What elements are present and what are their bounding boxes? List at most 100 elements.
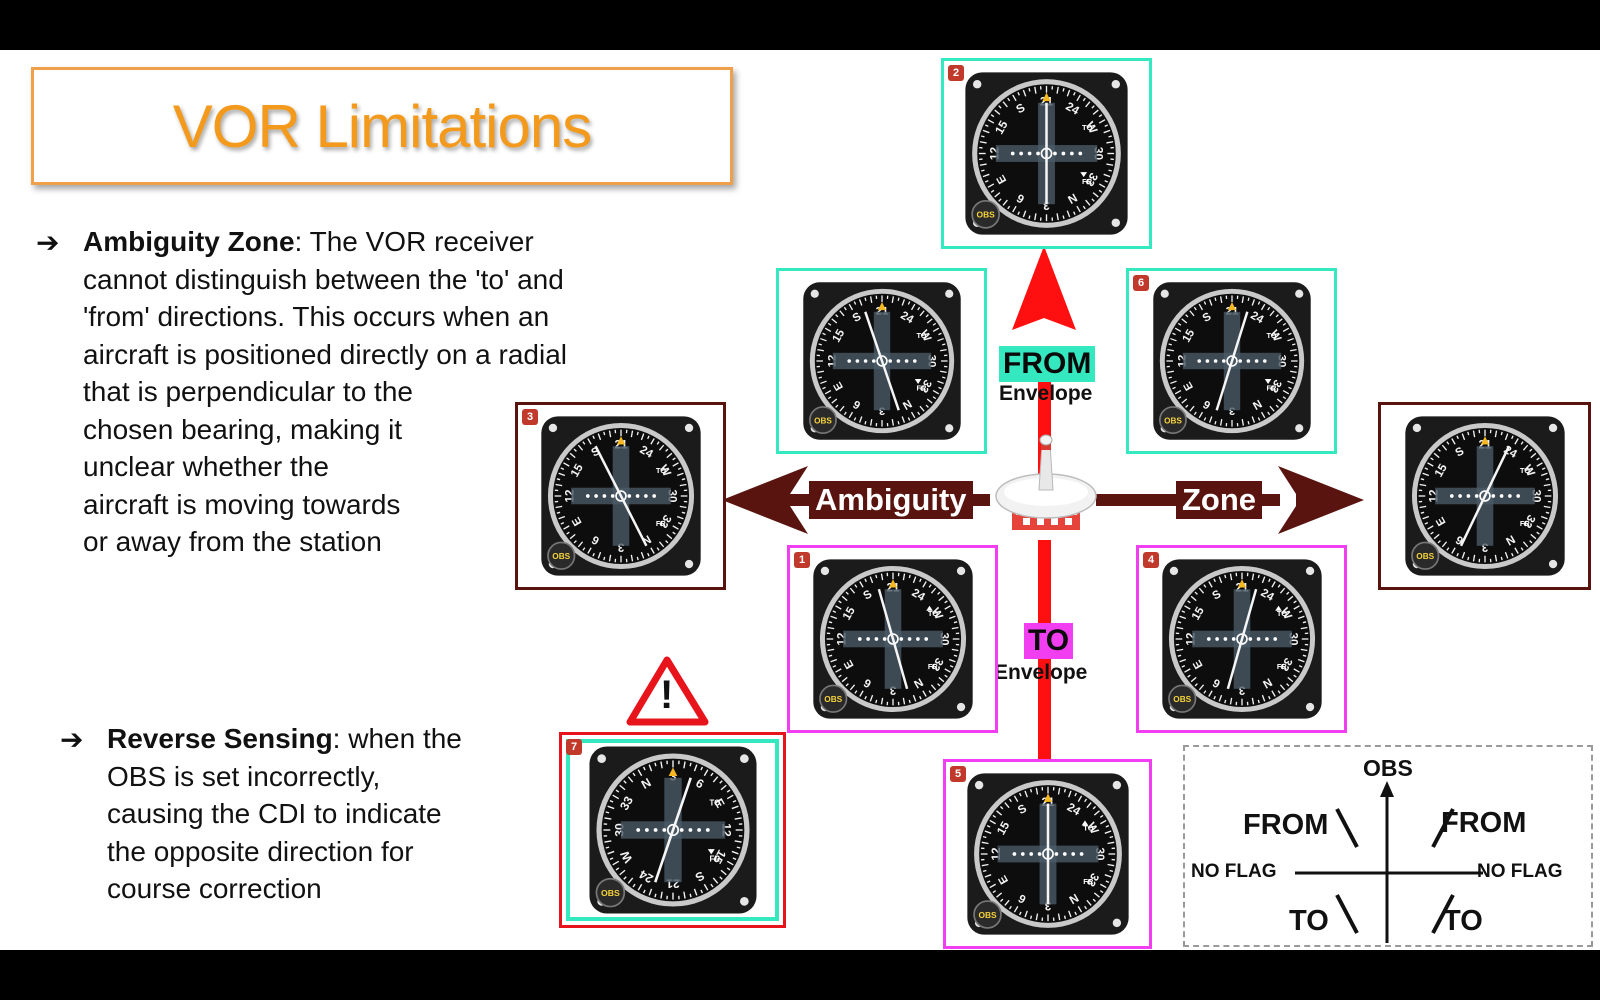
svg-text:FR: FR — [916, 384, 927, 393]
warning-exclamation-icon: ! — [660, 673, 674, 717]
svg-text:3: 3 — [889, 683, 896, 696]
reverse-line: : when the — [332, 723, 462, 754]
ambiguity-term: Ambiguity Zone — [83, 226, 295, 257]
svg-text:TO: TO — [1519, 466, 1529, 475]
from-radial-arrowhead — [1012, 246, 1076, 330]
svg-text:OBS: OBS — [1416, 551, 1434, 561]
svg-text:33: 33 — [617, 794, 636, 813]
slide: VOR Limitations ➔ Ambiguity Zone: The VO… — [0, 50, 1600, 950]
svg-text:OBS: OBS — [552, 551, 570, 561]
reverse-term: Reverse Sensing — [107, 723, 333, 754]
svg-text:OBS: OBS — [1164, 416, 1182, 425]
legend-box: OBS FROM FROM NO FLAG NO FLAG TO TO — [1183, 745, 1593, 947]
svg-text:33: 33 — [1083, 871, 1101, 889]
svg-text:6: 6 — [1201, 397, 1213, 411]
svg-text:FR: FR — [655, 519, 666, 528]
ambiguity-line: chosen bearing, making it — [83, 413, 403, 445]
instrument-number-badge: 5 — [950, 766, 966, 782]
svg-text:3: 3 — [617, 540, 624, 553]
svg-text:OBS: OBS — [1173, 694, 1191, 704]
title-box: VOR Limitations — [31, 67, 733, 185]
reverse-line: the opposite direction for — [107, 835, 414, 867]
svg-text:24: 24 — [1258, 586, 1276, 604]
zone-label: Zone — [1176, 481, 1263, 519]
svg-text:3: 3 — [669, 769, 676, 783]
vor-station-icon — [995, 434, 1097, 530]
svg-text:15: 15 — [1432, 461, 1450, 479]
bullet-arrow-icon: ➔ — [36, 227, 60, 258]
to-envelope-label: TO — [1024, 623, 1074, 659]
svg-text:FR: FR — [1519, 519, 1530, 528]
ambiguity-line: that is perpendicular to the — [83, 376, 413, 407]
svg-text:3: 3 — [1238, 683, 1245, 696]
ambiguity-label: Ambiguity — [809, 481, 973, 519]
svg-text:OBS: OBS — [977, 210, 996, 220]
from-envelope-label: FROM — [999, 346, 1096, 382]
legend-noflag-right: NO FLAG — [1477, 861, 1563, 882]
svg-text:6: 6 — [851, 397, 863, 411]
instrument-number-badge: 6 — [1133, 275, 1149, 291]
svg-text:TO: TO — [1083, 823, 1093, 832]
to-envelope-sub: Envelope — [994, 661, 1088, 684]
ambiguity-line: unclear whether the — [83, 451, 329, 482]
svg-text:15: 15 — [994, 819, 1012, 837]
legend-to-right: TO — [1443, 905, 1483, 937]
legend-axes — [1295, 781, 1483, 943]
svg-text:33: 33 — [916, 377, 933, 394]
from-envelope-sub: Envelope — [999, 382, 1093, 405]
to-radial-line — [1038, 540, 1051, 810]
svg-text:TO: TO — [1266, 331, 1276, 340]
instrument-number-badge: 1 — [794, 552, 810, 568]
instrument-number-badge: 7 — [566, 739, 582, 755]
svg-text:24: 24 — [898, 310, 916, 327]
instrument-number-badge: 4 — [1143, 552, 1159, 568]
svg-text:15: 15 — [830, 327, 847, 345]
svg-text:OBS: OBS — [978, 910, 997, 920]
reverse-paragraph: Reverse Sensing: when the OBS is set inc… — [107, 720, 527, 908]
svg-text:OBS: OBS — [824, 694, 842, 704]
svg-text:OBS: OBS — [600, 888, 619, 898]
ambiguity-right-arrowhead — [1278, 466, 1364, 534]
svg-text:TO: TO — [1082, 123, 1093, 132]
svg-text:OBS: OBS — [814, 416, 832, 425]
svg-text:TO: TO — [916, 331, 926, 340]
ambiguity-line: cannot distinguish between the 'to' and — [83, 263, 564, 295]
svg-text:33: 33 — [1276, 656, 1294, 674]
svg-text:3: 3 — [1044, 899, 1051, 912]
ambiguity-line: or away from the station — [83, 526, 382, 557]
reverse-line: causing the CDI to indicate — [107, 798, 442, 829]
svg-text:15: 15 — [568, 461, 586, 479]
legend-to-left: TO — [1289, 905, 1329, 937]
svg-text:33: 33 — [655, 513, 673, 531]
instrument-inner-frame — [566, 739, 779, 921]
reverse-line: course correction — [107, 873, 322, 904]
svg-text:FR: FR — [1276, 662, 1287, 671]
svg-text:TO: TO — [655, 466, 665, 475]
bullet-arrow-icon: ➔ — [60, 724, 84, 755]
ambiguity-left-arrowhead — [722, 466, 808, 534]
svg-text:24: 24 — [909, 586, 927, 604]
instrument-number-badge: 3 — [522, 409, 538, 425]
svg-text:FR: FR — [1083, 877, 1094, 886]
svg-text:24: 24 — [637, 443, 655, 461]
svg-text:15: 15 — [1189, 604, 1207, 622]
ambiguity-line: aircraft is positioned directly on a rad… — [83, 338, 568, 370]
svg-text:24: 24 — [1501, 443, 1519, 461]
svg-text:TO: TO — [927, 609, 937, 618]
legend-from-left: FROM — [1243, 809, 1329, 841]
